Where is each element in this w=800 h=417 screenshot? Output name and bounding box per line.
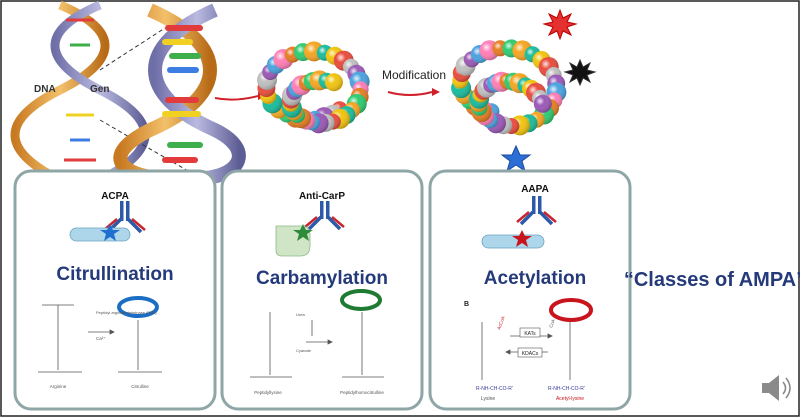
chemistry-citrullination xyxy=(38,304,162,373)
antibody-label-anti-carp: Anti-CarP xyxy=(299,191,345,202)
gen-label: Gen xyxy=(90,84,109,95)
enzyme-label-pad: Peptidyl arginine deiminase (PAD) xyxy=(96,310,157,315)
protein-bead-shine xyxy=(533,94,552,113)
panel-aapa: AAPA Acetylation B KATs KDACs AcCoA CoA … xyxy=(428,169,632,411)
enzyme-box-kats xyxy=(519,327,541,338)
zoom-line-bottom xyxy=(99,119,191,173)
chem-left-label: Lysine xyxy=(481,396,495,402)
process-label-citrullination: Citrullination xyxy=(56,264,173,285)
modification-star-black xyxy=(563,58,597,87)
dna-helix-large xyxy=(113,3,246,185)
chemistry-carbamylation xyxy=(250,312,384,378)
chem-left-label: Peptidyllysine xyxy=(254,390,282,395)
protein-bead-shine xyxy=(324,73,343,92)
antibody-label-aapa: AAPA xyxy=(521,184,549,195)
epitope-star-blue xyxy=(100,224,120,241)
enzyme-label-urea: Urea xyxy=(296,312,305,317)
cofactor-label: Ca²⁺ xyxy=(96,336,106,341)
highlight-ring-blue xyxy=(117,296,159,318)
dna-label: DNA xyxy=(34,84,56,95)
chem-right-label: Peptidylhomocitrulline xyxy=(340,390,384,395)
chem-right-label: Citrulline xyxy=(131,384,149,389)
enzyme-box-kdacs xyxy=(517,347,543,358)
acoa-label: AcCoA xyxy=(496,315,505,330)
chem-left-label: Arginine xyxy=(50,384,67,389)
highlight-ring-green xyxy=(340,289,382,311)
right-formula: R-NH-CH-CO-R' xyxy=(548,386,585,392)
antibody-label-acpa: ACPA xyxy=(101,191,129,202)
protein-chain-unmodified xyxy=(257,41,370,134)
modification-label: Modification xyxy=(382,68,446,82)
epitope-star-green xyxy=(293,224,313,241)
coa-label: CoA xyxy=(548,318,556,328)
arrow-2-head xyxy=(432,88,440,96)
chem-right-label: Acetyl-lysine xyxy=(556,396,584,402)
antibody-icon xyxy=(516,196,557,226)
dna-helix-small xyxy=(10,0,150,185)
antibody-icon xyxy=(304,201,345,231)
left-formula: R-NH-CH-CO-R' xyxy=(476,386,513,392)
highlight-ring-red xyxy=(549,298,593,322)
arrow-2 xyxy=(387,91,433,96)
modification-star-red xyxy=(542,8,578,41)
zoom-line-top xyxy=(99,27,166,71)
modification-star-blue xyxy=(500,144,532,173)
cofactor-label-cyanate: Cyanate xyxy=(296,348,312,353)
enzyme-label-kdacs: KDACs xyxy=(522,351,539,357)
panel-anti-carp: Anti-CarP Carbamylation Urea Cyanate Pep… xyxy=(220,169,424,411)
caption-classes-of-ampa: “Classes of AMPA” xyxy=(624,269,800,291)
protein-capsule xyxy=(69,227,131,242)
speaker-icon[interactable] xyxy=(762,375,791,401)
epitope-star-red xyxy=(512,230,532,247)
process-label-acetylation: Acetylation xyxy=(484,268,586,289)
protein-capsule xyxy=(481,234,545,249)
protein-chain-modified xyxy=(451,39,567,136)
panel-acpa: ACPA Citrullination Peptidyl arginine de… xyxy=(13,169,217,411)
enzyme-label-kats: KATs xyxy=(524,331,536,337)
arrow-1 xyxy=(214,95,259,101)
process-label-carbamylation: Carbamylation xyxy=(256,268,388,289)
panel-letter-b: B xyxy=(464,301,469,308)
